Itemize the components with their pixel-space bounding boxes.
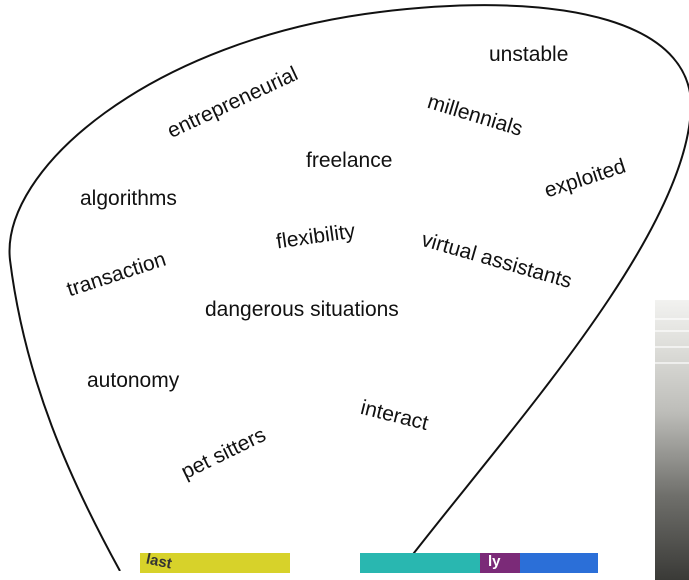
word-freelance: freelance — [306, 149, 393, 172]
graphic-white-block — [290, 553, 360, 573]
cropped-office-photo — [655, 300, 689, 580]
word-algorithms: algorithms — [80, 187, 177, 210]
graphic-fragment-right: ly — [488, 553, 501, 570]
graphic-purple-block — [480, 553, 520, 573]
cropped-colorful-graphic: last ly — [140, 553, 598, 573]
word-unstable: unstable — [489, 43, 569, 66]
graphic-teal-block — [360, 553, 480, 573]
word-autonomy: autonomy — [87, 369, 180, 392]
outline-path — [8, 4, 689, 571]
graphic-yellow-block — [140, 553, 290, 573]
word-dangerous-situations: dangerous situations — [205, 298, 399, 321]
graphic-blue-block — [520, 553, 598, 573]
